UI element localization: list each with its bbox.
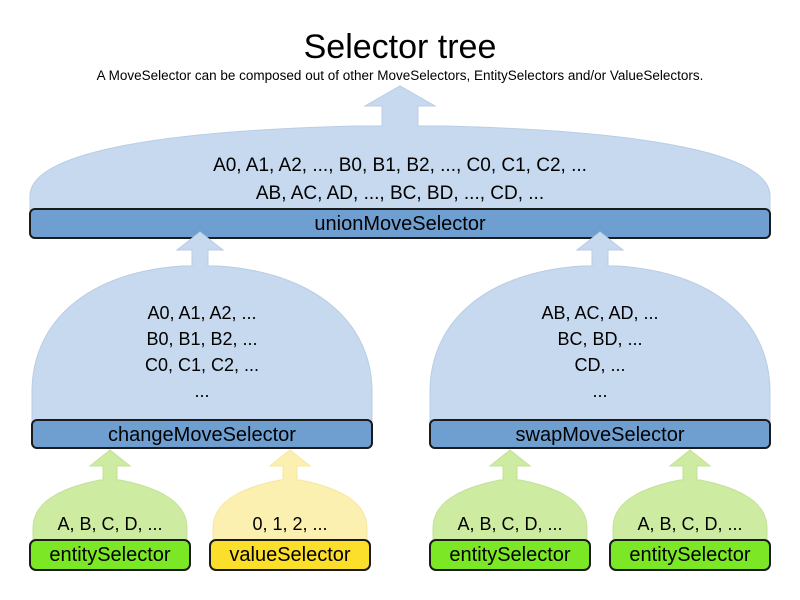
entity1-bar-shape: [29, 539, 191, 571]
entity2-dome-shape: [432, 449, 588, 547]
swap-dome-shape: [429, 231, 771, 427]
change-bar-shape: [31, 419, 373, 449]
entity3-bar-shape: [609, 539, 771, 571]
union-dome-shape: [29, 85, 771, 217]
swap-bar-shape: [429, 419, 771, 449]
value1-bar-shape: [209, 539, 371, 571]
page-subtitle: A MoveSelector can be composed out of ot…: [96, 68, 704, 83]
entity3-dome-shape: [612, 449, 768, 547]
page-title: Selector tree: [303, 28, 497, 66]
entity1-dome-shape: [32, 449, 188, 547]
entity2-bar-shape: [429, 539, 591, 571]
change-dome-shape: [31, 231, 373, 427]
value1-dome-shape: [212, 449, 368, 547]
union-bar-shape: [29, 208, 771, 239]
